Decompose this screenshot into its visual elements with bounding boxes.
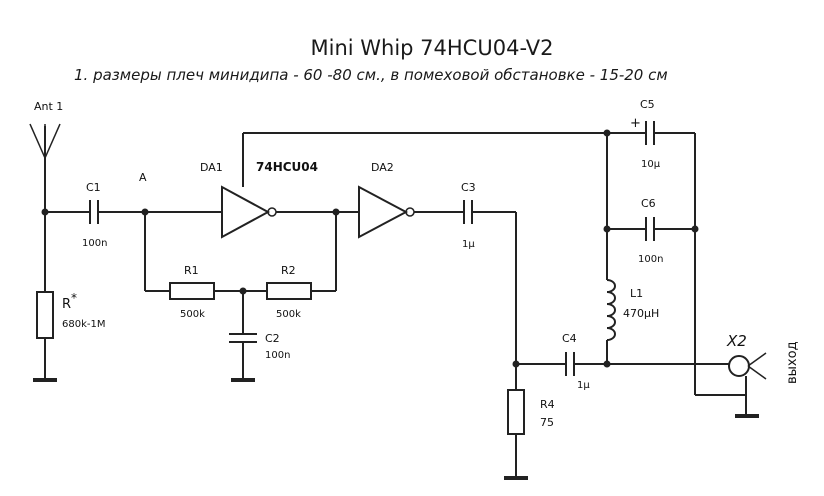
node-a-label: A bbox=[139, 171, 147, 184]
c2-value: 100n bbox=[265, 350, 290, 361]
r-star-resistor bbox=[36, 291, 54, 339]
input-wires bbox=[44, 211, 222, 378]
c3-value: 1µ bbox=[462, 239, 475, 250]
feedback-wires bbox=[144, 212, 337, 378]
c2-ref: C2 bbox=[265, 332, 280, 345]
da2-inverter bbox=[358, 185, 415, 239]
antenna-symbol bbox=[29, 123, 61, 212]
x2-connector bbox=[728, 352, 767, 415]
c6-ref: C6 bbox=[641, 197, 656, 210]
r-star-value: 680k-1M bbox=[62, 319, 105, 330]
c5-polarity: + bbox=[630, 116, 641, 131]
x2-label: X2 bbox=[726, 332, 747, 350]
junction-dot bbox=[332, 208, 340, 216]
r-star-ref: R* bbox=[62, 291, 77, 312]
c4-ref: C4 bbox=[562, 332, 577, 345]
c3-capacitor bbox=[463, 200, 473, 224]
r1-ref: R1 bbox=[184, 264, 199, 277]
diagram-subtitle: 1. размеры плеч минидипа - 60 -80 см., в… bbox=[74, 66, 668, 84]
c6-capacitor bbox=[645, 217, 655, 241]
c6-value: 100n bbox=[638, 254, 663, 265]
r4-ref: R4 bbox=[540, 398, 555, 411]
ic-label: 74HCU04 bbox=[256, 160, 318, 174]
l1-value: 470µH bbox=[623, 307, 659, 320]
r1-value: 500k bbox=[180, 309, 205, 320]
output-label: выход bbox=[785, 341, 800, 384]
l1-ref: L1 bbox=[630, 287, 643, 300]
r4-value: 75 bbox=[540, 416, 554, 429]
r1-resistor bbox=[169, 282, 215, 300]
c4-value: 1µ bbox=[577, 380, 590, 391]
c3-ref: C3 bbox=[461, 181, 476, 194]
c4-capacitor bbox=[565, 352, 575, 376]
ant1-label: Ant 1 bbox=[34, 100, 63, 113]
c5-ref: C5 bbox=[640, 98, 655, 111]
diagram-title: Mini Whip 74HCU04-V2 bbox=[310, 36, 554, 60]
r2-resistor bbox=[266, 282, 312, 300]
c1-ref: C1 bbox=[86, 181, 101, 194]
l1-inductor bbox=[606, 279, 616, 341]
da1-inverter bbox=[221, 185, 277, 239]
r2-value: 500k bbox=[276, 309, 301, 320]
c1-capacitor bbox=[89, 200, 99, 224]
junction-dot bbox=[239, 287, 247, 295]
junction-dot bbox=[41, 208, 49, 216]
da1-label: DA1 bbox=[200, 161, 223, 174]
junction-dot bbox=[691, 225, 699, 233]
r4-resistor bbox=[507, 389, 525, 435]
da2-label: DA2 bbox=[371, 161, 394, 174]
r2-ref: R2 bbox=[281, 264, 296, 277]
c1-value: 100n bbox=[82, 238, 107, 249]
c2-capacitor bbox=[229, 333, 257, 343]
c5-capacitor bbox=[645, 121, 655, 145]
c5-value: 10µ bbox=[641, 159, 661, 170]
